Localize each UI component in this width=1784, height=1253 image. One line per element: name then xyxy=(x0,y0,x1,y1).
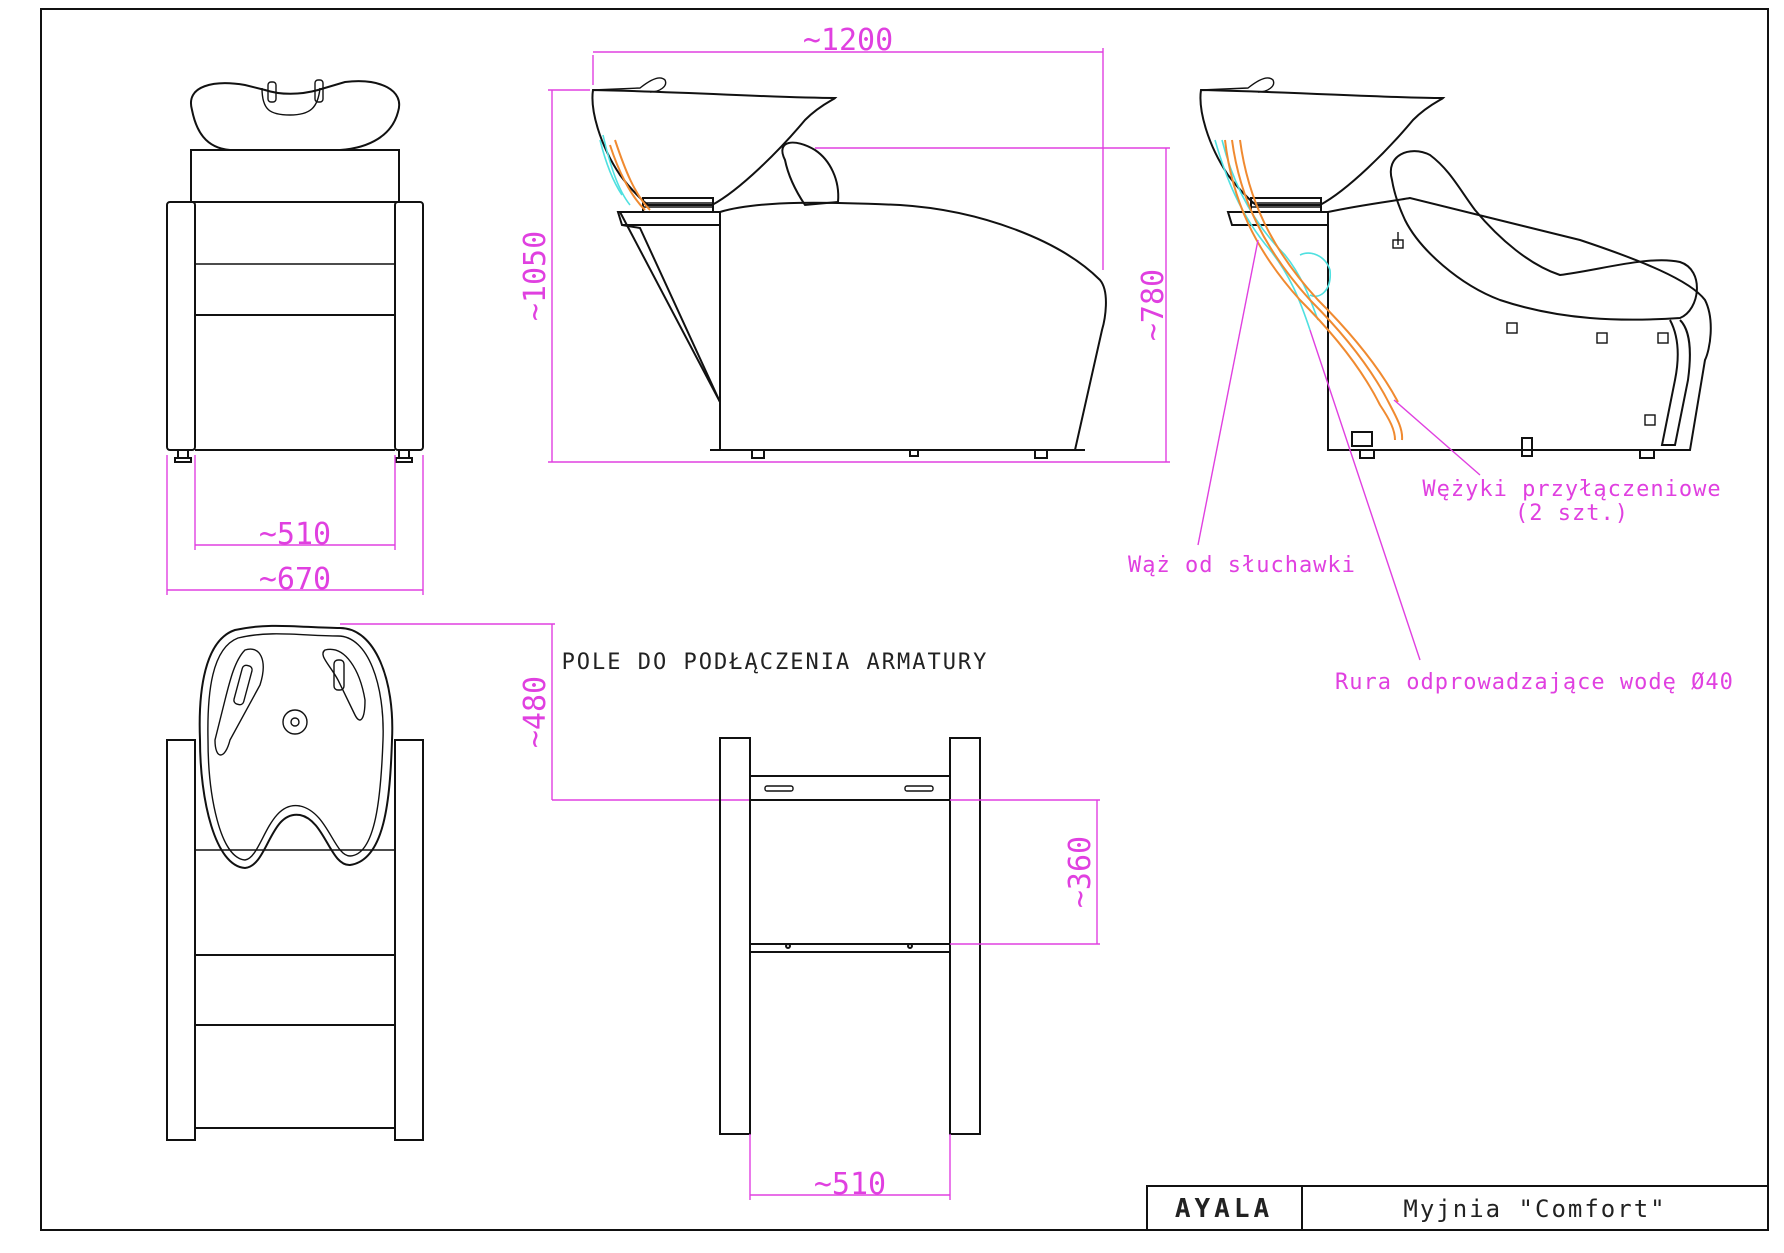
side-dims: ~1200 ~1050 ~780 xyxy=(518,23,1171,463)
ayala-logo: AYALA xyxy=(1175,1194,1273,1224)
front-dims: ~510 ~670 xyxy=(166,455,424,597)
top-view xyxy=(166,624,424,1141)
reclined-side-view xyxy=(1199,77,1712,459)
sheet-border xyxy=(40,8,1769,1231)
product-title: Myjnia "Comfort" xyxy=(1403,1195,1666,1223)
dim-side-length: ~1200 xyxy=(803,23,893,58)
dim-front-outer-width: ~670 xyxy=(259,562,331,597)
dim-seat-height: ~780 xyxy=(1136,269,1171,341)
dim-frame-depth: ~360 xyxy=(1063,836,1098,908)
label-connection-hoses-count: (2 szt.) xyxy=(1515,501,1629,526)
dim-top-depth: ~480 xyxy=(518,676,553,748)
frame-top-view: ~360 ~510 xyxy=(719,737,1100,1202)
label-connection-field: POLE DO PODŁĄCZENIA ARMATURY xyxy=(562,650,989,675)
top-dims: ~480 POLE DO PODŁĄCZENIA ARMATURY xyxy=(340,623,989,801)
title-block: AYALA Myjnia "Comfort" xyxy=(1146,1185,1769,1231)
reclined-annotations: Wężyki przyłączeniowe (2 szt.) Wąż od sł… xyxy=(1128,239,1734,695)
front-view xyxy=(166,79,424,463)
dim-side-height: ~1050 xyxy=(518,231,553,321)
side-view xyxy=(591,77,1107,459)
label-connection-hoses: Wężyki przyłączeniowe xyxy=(1422,477,1721,502)
dim-frame-width: ~510 xyxy=(814,1167,886,1202)
label-shower-hose: Wąż od słuchawki xyxy=(1128,553,1356,578)
label-drain-pipe: Rura odprowadzające wodę Ø40 xyxy=(1335,670,1734,695)
dim-front-inner-width: ~510 xyxy=(259,517,331,552)
